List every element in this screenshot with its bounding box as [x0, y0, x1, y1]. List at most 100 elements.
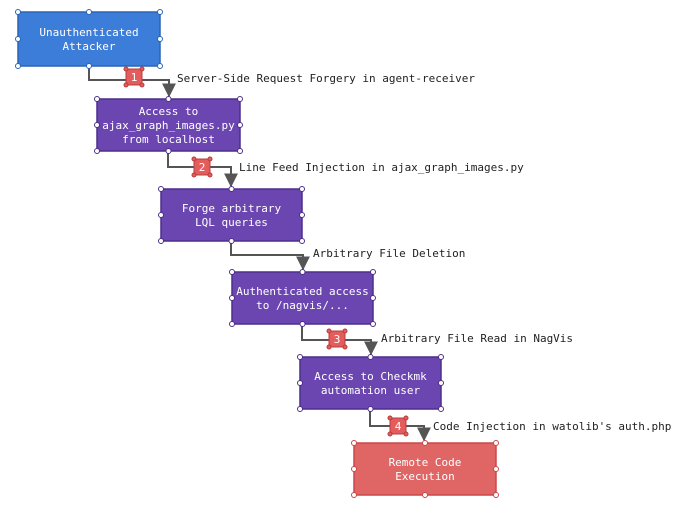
step-marker-box [389, 417, 407, 435]
marker-handle [387, 431, 393, 437]
step-marker-4: 4 [387, 415, 409, 437]
selection-handle [94, 148, 100, 154]
selection-handle [299, 186, 305, 192]
edge-label-5: Code Injection in watolib's auth.php [433, 420, 671, 433]
selection-handle [299, 212, 305, 218]
selection-handle [493, 492, 499, 498]
edge-label-2: Line Feed Injection in ajax_graph_images… [239, 161, 524, 174]
edge-label-1: Server-Side Request Forgery in agent-rec… [177, 72, 475, 85]
selection-handle [15, 9, 21, 15]
step-number: 4 [395, 420, 402, 433]
selection-handle [229, 321, 235, 327]
selection-handle [297, 380, 303, 386]
selection-handle [370, 269, 376, 275]
edge-label-3: Arbitrary File Deletion [313, 247, 465, 260]
marker-handle [403, 415, 409, 421]
marker-handle [123, 66, 129, 72]
node-label-line: Unauthenticated [39, 26, 138, 39]
connector-arrow-3 [230, 241, 310, 271]
step-number: 1 [131, 71, 138, 84]
selection-handle [299, 238, 305, 244]
node-label-line: Forge arbitrary [182, 202, 282, 215]
selection-handle [493, 440, 499, 446]
selection-handle [370, 295, 376, 301]
marker-handle [342, 328, 348, 334]
selection-handle [86, 9, 92, 15]
marker-handle [123, 82, 129, 88]
node-label-line: automation user [321, 384, 421, 397]
step-number: 3 [334, 333, 341, 346]
selection-handle [158, 238, 164, 244]
marker-handle [191, 156, 197, 162]
step-markers-layer: 1 2 3 4 [123, 66, 409, 437]
selection-handle [15, 36, 21, 42]
marker-handle [139, 66, 145, 72]
selection-handle [237, 122, 243, 128]
node-box [353, 442, 497, 496]
node-label-line: Access to Checkmk [314, 370, 427, 383]
selection-handle [157, 9, 163, 15]
marker-handle [191, 172, 197, 178]
selection-handle [165, 148, 172, 154]
selection-handle [438, 406, 444, 412]
selection-handle [158, 186, 164, 192]
step-marker-box [328, 330, 346, 348]
node-label-line: to /nagvis/... [256, 299, 349, 312]
marker-handle [387, 415, 393, 421]
marker-handle [342, 344, 348, 350]
selection-handle [86, 63, 92, 69]
node-box [17, 11, 161, 67]
selection-handle [15, 63, 21, 69]
edge-label-4: Arbitrary File Read in NagVis [381, 332, 573, 345]
node-label-line: Execution [395, 470, 455, 483]
selection-handle [228, 186, 235, 192]
selection-handle [297, 406, 303, 412]
selection-handle [228, 238, 235, 244]
selection-handle [367, 406, 374, 412]
marker-handle [139, 82, 145, 88]
selection-handle [422, 440, 428, 446]
marker-handle [326, 328, 332, 334]
node-box [160, 188, 303, 242]
marker-handle [207, 156, 213, 162]
selection-handle [422, 492, 428, 498]
selection-handle [438, 380, 444, 386]
step-number: 2 [199, 161, 206, 174]
selection-handle [165, 96, 172, 102]
marker-handle [326, 344, 332, 350]
node-label-line: Attacker [63, 40, 116, 53]
node-label-line: from localhost [122, 133, 215, 146]
step-marker-2: 2 [191, 156, 213, 178]
selection-handle [237, 148, 243, 154]
selection-handle [229, 295, 235, 301]
selection-handle [157, 63, 163, 69]
selection-handle [229, 269, 235, 275]
selection-handle [237, 96, 243, 102]
step-marker-3: 3 [326, 328, 348, 350]
selection-handle [438, 354, 444, 360]
node-label-line: Remote Code [389, 456, 462, 469]
selection-handle [297, 354, 303, 360]
edge-labels-layer: Server-Side Request Forgery in agent-rec… [177, 72, 671, 433]
step-marker-box [125, 68, 143, 86]
node-label-line: LQL queries [195, 216, 268, 229]
selection-handle [351, 440, 357, 446]
selection-handle [367, 354, 374, 360]
node-box [231, 271, 374, 325]
selection-handle [351, 466, 357, 472]
selection-handle [493, 466, 499, 472]
selection-handle [157, 36, 163, 42]
step-marker-box [193, 158, 211, 176]
selection-handle [94, 96, 100, 102]
node-label-line: Access to [139, 105, 199, 118]
selection-handle [370, 321, 376, 327]
